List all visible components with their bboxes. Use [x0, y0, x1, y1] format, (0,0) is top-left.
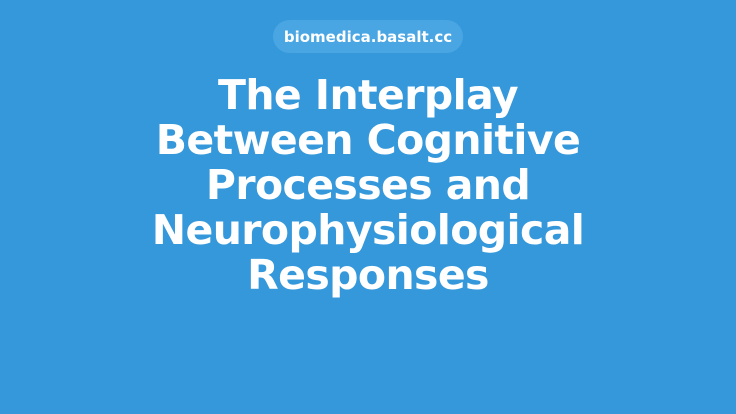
site-domain-link[interactable]: biomedica.basalt.cc — [273, 20, 463, 53]
title-line-3: Processes and — [205, 161, 531, 209]
article-title: The Interplay Between Cognitive Processe… — [0, 73, 736, 298]
title-line-4: Neurophysiological — [151, 206, 585, 254]
title-line-2: Between Cognitive — [155, 116, 581, 164]
title-line-5: Responses — [247, 251, 489, 299]
title-line-1: The Interplay — [217, 71, 519, 119]
